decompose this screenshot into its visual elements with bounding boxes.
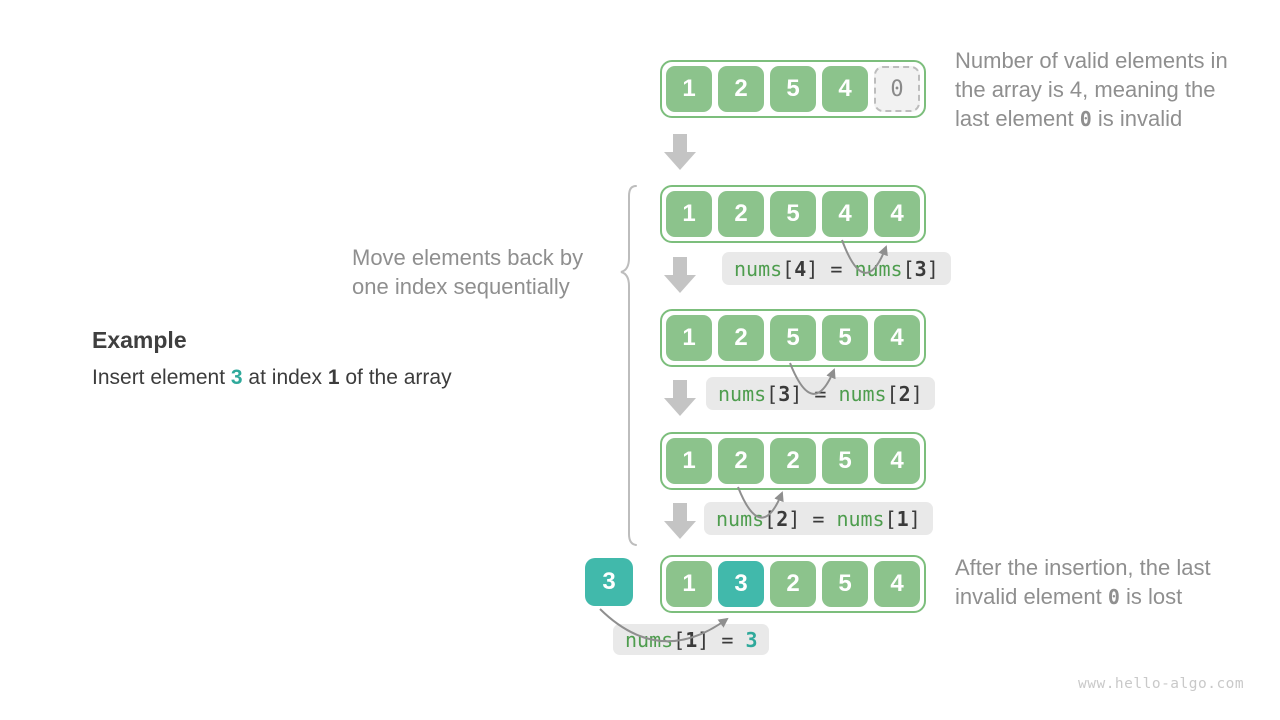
example-heading: Example [92,327,187,353]
array-cell: 5 [822,438,868,484]
array-cell: 2 [770,438,816,484]
array-row-initial: 1 2 5 4 0 [660,60,926,118]
array-row-step3: 1 2 2 5 4 [660,432,926,490]
down-arrow-icon [664,257,696,293]
array-cell: 4 [874,438,920,484]
down-arrow-icon [664,503,696,539]
array-cell: 5 [770,66,816,112]
array-cell: 2 [770,561,816,607]
array-cell-inserted: 3 [718,561,764,607]
note-valid-elements: Number of valid elements in the array is… [955,46,1228,134]
array-cell: 4 [822,66,868,112]
array-cell: 5 [770,191,816,237]
assignment-label-step1: nums[4] = nums[3] [722,252,951,285]
array-cell: 1 [666,191,712,237]
array-cell: 4 [822,191,868,237]
array-cell: 5 [770,315,816,361]
note-line: After the insertion, the last [955,555,1211,580]
array-cell: 4 [874,315,920,361]
grouping-brace [620,185,637,546]
site-watermark: www.hello-algo.com [1078,676,1245,692]
array-cell: 1 [666,561,712,607]
array-cell: 1 [666,66,712,112]
array-cell: 2 [718,438,764,484]
array-cell: 2 [718,315,764,361]
note-line: the array is 4, meaning the [955,77,1216,102]
note-after-insertion: After the insertion, the last invalid el… [955,553,1211,612]
down-arrow-icon [664,134,696,170]
example-description: Insert element 3 at index 1 of the array [92,366,452,389]
array-row-final: 1 3 2 5 4 [660,555,926,613]
insert-index-text: 1 [327,366,340,389]
assignment-label-step2: nums[3] = nums[2] [706,377,935,410]
insert-value-text: 3 [230,366,243,389]
note-line: last element 0 is invalid [955,106,1183,131]
array-row-step2: 1 2 5 5 4 [660,309,926,367]
array-cell: 2 [718,66,764,112]
note-line: Number of valid elements in [955,48,1228,73]
array-cell: 5 [822,315,868,361]
inline-code-zero: 0 [1079,107,1092,131]
inline-code-zero: 0 [1107,585,1120,609]
note-line: Move elements back by [352,245,584,270]
array-cell: 4 [874,191,920,237]
array-cell: 1 [666,438,712,484]
note-move-elements: Move elements back by one index sequenti… [352,243,583,301]
assignment-label-insert: nums[1] = 3 [613,624,770,655]
array-row-step1: 1 2 5 4 4 [660,185,926,243]
array-cell-invalid: 0 [874,66,920,112]
array-cell: 5 [822,561,868,607]
array-cell: 1 [666,315,712,361]
array-cell: 4 [874,561,920,607]
array-cell: 2 [718,191,764,237]
assignment-label-step3: nums[2] = nums[1] [704,502,933,535]
inserted-element-cell: 3 [585,558,633,606]
down-arrow-icon [664,380,696,416]
note-line: invalid element 0 is lost [955,584,1183,609]
note-line: one index sequentially [352,274,570,299]
